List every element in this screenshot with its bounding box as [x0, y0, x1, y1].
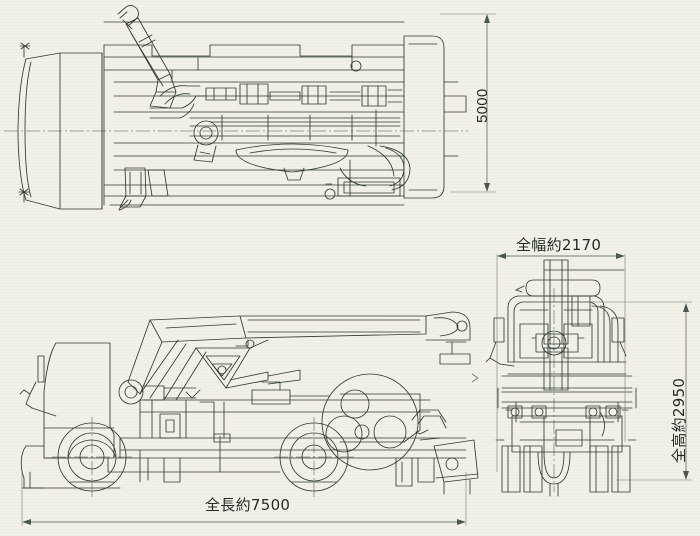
- height-arrow-top: [683, 303, 689, 312]
- dimension-label-overall-height: 全高約2950: [670, 377, 688, 463]
- rear-underbody-arch: [538, 452, 570, 496]
- plan-outrigger-lower: [119, 168, 168, 210]
- plan-turntable: [194, 121, 218, 162]
- side-dimension-length: [21, 472, 467, 526]
- plan-outrigger-upper: [118, 5, 176, 108]
- plan-control-box: [172, 56, 361, 82]
- plan-rails: [190, 110, 400, 146]
- plan-mirror-right: [19, 189, 29, 202]
- plan-hydraulics-assembly: [150, 84, 402, 118]
- side-rear-wheel: [274, 417, 354, 497]
- dimension-label-plan-vertical: 5000: [474, 88, 491, 123]
- dimension-label-overall-width: 全幅約2170: [516, 236, 602, 254]
- rear-lower-body: [506, 406, 628, 452]
- side-hopper: [412, 410, 478, 494]
- side-view: [0, 282, 480, 497]
- rear-outrigger-legs: [496, 440, 636, 492]
- side-cab-outline: [21, 343, 120, 488]
- rear-mirror-left: [486, 318, 514, 366]
- rear-antenna-mark: [516, 286, 524, 292]
- side-deck-body: [140, 400, 430, 438]
- plan-cab-outline: [18, 53, 102, 209]
- plan-toolbox: [325, 178, 400, 199]
- side-reel-assembly: [322, 374, 420, 470]
- height-arrow-bottom: [683, 471, 689, 480]
- side-break-mark: [471, 373, 479, 383]
- side-boom-rest: [252, 382, 330, 404]
- plan-basket: [236, 144, 348, 180]
- plan-rear-hoses: [340, 146, 410, 196]
- side-outrigger-legs: [140, 450, 434, 486]
- plan-view: [4, 0, 468, 215]
- width-arrow-left: [497, 253, 506, 259]
- dim-arrow-right: [457, 519, 466, 525]
- side-front-wheel: [52, 417, 132, 497]
- rear-view: [486, 240, 692, 536]
- dim-arrow-left: [22, 519, 31, 525]
- dim-arrow-bottom: [484, 183, 490, 192]
- rear-dimension-height: [683, 303, 689, 480]
- width-arrow-right: [616, 253, 625, 259]
- side-boom-tip: [426, 312, 470, 364]
- plan-dimension-5000: [440, 13, 496, 193]
- rear-chassis: [498, 388, 636, 422]
- side-boom-main: [119, 316, 426, 404]
- plan-rear-turret: [404, 36, 466, 198]
- rear-dimension-width: [496, 253, 626, 472]
- side-boom-linkage: [140, 340, 300, 400]
- dim-arrow-top: [484, 14, 490, 23]
- side-mirror: [20, 356, 56, 416]
- plan-mirror-left: [20, 43, 30, 57]
- dimension-label-overall-length: 全長約7500: [205, 496, 291, 514]
